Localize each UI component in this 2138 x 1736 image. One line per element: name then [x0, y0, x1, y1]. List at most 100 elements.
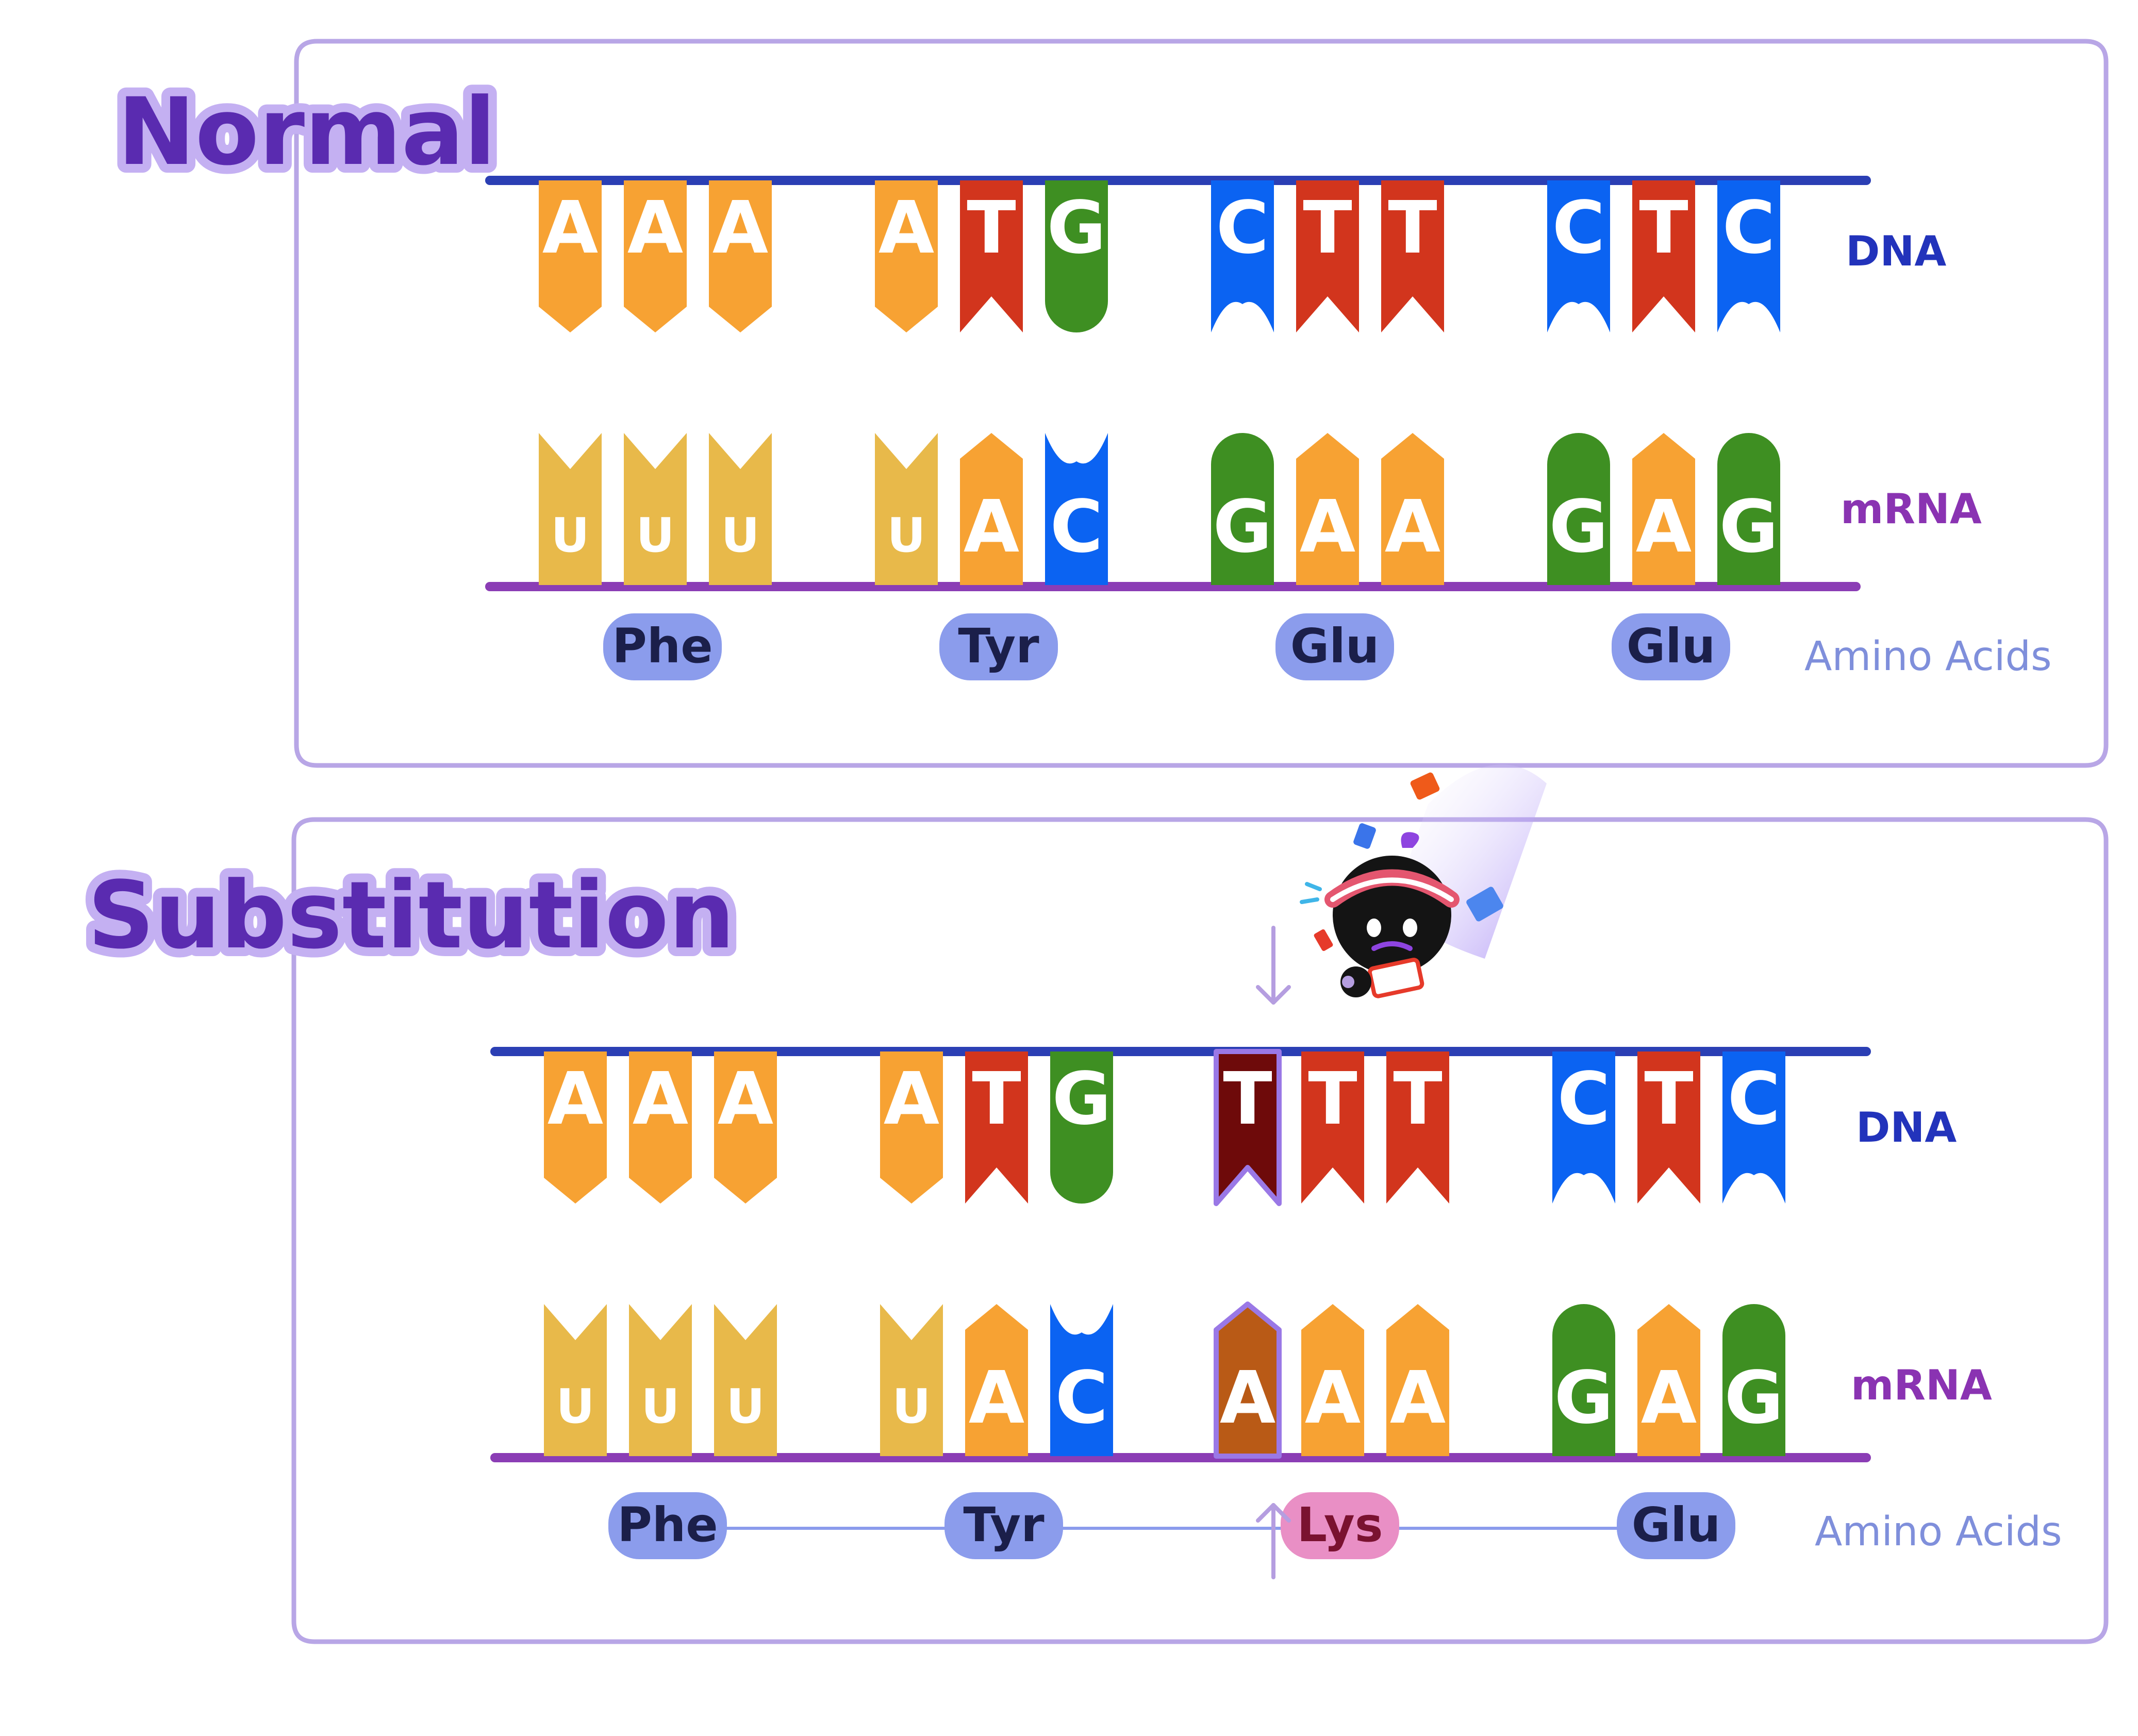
normal-mrna-nucleotide-3-2 — [1717, 433, 1780, 585]
substitution-dna-base-letter-1-1: T — [972, 1057, 1021, 1141]
normal-dna-base-letter-2-2: T — [1388, 186, 1437, 270]
panel-normal-frame — [294, 39, 2109, 768]
substitution-dna-base-letter-0-0: A — [548, 1057, 603, 1141]
substitution-dna-nucleotide-3-1 — [1637, 1051, 1700, 1204]
substitution-mrna-nucleotide-2-1 — [1301, 1304, 1364, 1456]
substitution-dna-nucleotide-0-1 — [629, 1051, 692, 1204]
substitution-amino-acid-1: Tyr — [963, 1497, 1045, 1553]
substitution-amino-label: Amino Acids — [1815, 1509, 2062, 1555]
substitution-mrna-nucleotide-3-0 — [1552, 1304, 1615, 1456]
substitution-dna-nucleotide-1-1 — [965, 1051, 1028, 1204]
normal-dna-base-letter-1-1: T — [967, 186, 1016, 270]
normal-dna-nucleotide-0-0 — [539, 180, 602, 332]
substitution-mrna-base-letter-1-0: U — [892, 1379, 931, 1434]
substitution-amino-acid-2: Lys — [1297, 1497, 1383, 1553]
normal-mrna-base-letter-2-0: G — [1213, 485, 1272, 569]
substitution-mrna-label: mRNA — [1851, 1361, 1992, 1409]
substitution-mrna-base-letter-2-1: A — [1305, 1356, 1361, 1440]
substitution-mrna-base-letter-2-2: A — [1390, 1356, 1446, 1440]
substitution-mrna-nucleotide-0-0 — [544, 1304, 607, 1456]
normal-dna-nucleotide-0-2 — [709, 180, 772, 332]
substitution-mrna-nucleotide-2-2 — [1386, 1304, 1449, 1456]
normal-dna-nucleotide-2-0 — [1211, 180, 1274, 332]
normal-amino-acid-3: Glu — [1627, 619, 1716, 674]
normal-dna-nucleotide-1-1 — [960, 180, 1023, 332]
normal-dna-nucleotide-3-0 — [1547, 180, 1610, 332]
normal-mrna-base-letter-1-0: U — [887, 508, 926, 563]
normal-mrna-nucleotide-3-1 — [1632, 433, 1695, 585]
normal-amino-pill-1 — [939, 613, 1058, 680]
substitution-mrna-nucleotide-1-0 — [880, 1304, 943, 1456]
mascot-character-icon — [1300, 764, 1547, 998]
normal-dna-base-letter-1-0: A — [879, 186, 934, 270]
normal-amino-acid-1: Tyr — [958, 619, 1039, 674]
normal-mrna-base-letter-1-1: A — [964, 485, 1019, 569]
normal-dna-nucleotide-3-1 — [1632, 180, 1695, 332]
down-arrow-icon — [1256, 926, 1291, 1005]
normal-mrna-base-letter-3-2: G — [1719, 485, 1779, 569]
substitution-mrna-nucleotide-1-1 — [965, 1304, 1028, 1456]
panel-substitution-title: Substitution — [88, 862, 735, 970]
normal-dna-nucleotide-0-1 — [624, 180, 687, 332]
normal-mrna-nucleotide-1-2 — [1045, 433, 1108, 585]
substitution-dna-nucleotide-0-0 — [544, 1051, 607, 1204]
normal-mrna-nucleotide-2-0 — [1211, 433, 1274, 585]
substitution-amino-pill-3 — [1617, 1492, 1735, 1559]
normal-mrna-base-letter-0-1: U — [636, 508, 675, 563]
substitution-dna-base-letter-3-0: C — [1557, 1057, 1611, 1141]
normal-dna-base-letter-3-2: C — [1722, 186, 1776, 270]
substitution-amino-pill-1 — [944, 1492, 1063, 1559]
substitution-dna-nucleotide-0-2 — [714, 1051, 777, 1204]
substitution-dna-nucleotide-1-2 — [1050, 1051, 1113, 1204]
substitution-dna-base-letter-3-1: T — [1644, 1057, 1694, 1141]
substitution-mrna-nucleotide-1-2 — [1050, 1304, 1113, 1456]
up-arrow-icon — [1256, 1503, 1291, 1579]
substitution-mrna-base-letter-3-1: A — [1641, 1356, 1697, 1440]
normal-dna-base-letter-3-0: C — [1552, 186, 1605, 270]
normal-mrna-base-letter-2-1: A — [1300, 485, 1355, 569]
substitution-mrna-base-letter-0-0: U — [556, 1379, 595, 1434]
substitution-mrna-nucleotide-0-2 — [714, 1304, 777, 1456]
normal-dna-nucleotide-1-2 — [1045, 180, 1108, 332]
normal-mrna-base-letter-0-2: U — [721, 508, 760, 563]
substitution-dna-base-letter-1-0: A — [884, 1057, 939, 1141]
normal-dna-nucleotide-2-2 — [1381, 180, 1444, 332]
substitution-dna-nucleotide-2-2 — [1386, 1051, 1449, 1204]
substitution-mrna-base-letter-3-0: G — [1554, 1356, 1614, 1440]
normal-mrna-nucleotide-2-2 — [1381, 433, 1444, 585]
normal-dna-base-letter-0-2: A — [712, 186, 768, 270]
substitution-mrna-nucleotide-0-1 — [629, 1304, 692, 1456]
substitution-dna-base-letter-2-2: T — [1393, 1057, 1443, 1141]
substitution-dna-base-letter-2-0: T — [1223, 1057, 1272, 1141]
normal-mrna-nucleotide-0-0 — [539, 433, 602, 585]
normal-mrna-base-letter-2-2: A — [1385, 485, 1440, 569]
panel-substitution-frame — [291, 817, 2109, 1644]
substitution-mrna-nucleotide-3-1 — [1637, 1304, 1700, 1456]
substitution-dna-nucleotide-3-0 — [1552, 1051, 1615, 1204]
substitution-dna-nucleotide-1-0 — [880, 1051, 943, 1204]
substitution-dna-nucleotide-2-1 — [1301, 1051, 1364, 1204]
normal-dna-base-letter-0-1: A — [627, 186, 683, 270]
substitution-mrna-base-letter-0-1: U — [641, 1379, 680, 1434]
normal-dna-nucleotide-1-0 — [875, 180, 938, 332]
normal-mrna-base-letter-3-1: A — [1636, 485, 1692, 569]
substitution-amino-pill-2 — [1281, 1492, 1399, 1559]
substitution-dna-base-letter-0-1: A — [633, 1057, 688, 1141]
substitution-dna-base-letter-3-2: C — [1728, 1057, 1781, 1141]
substitution-mrna-nucleotide-2-0-mutated — [1214, 1301, 1282, 1459]
normal-dna-nucleotide-2-1 — [1296, 180, 1359, 332]
normal-mrna-nucleotide-1-0 — [875, 433, 938, 585]
normal-dna-base-letter-2-0: C — [1216, 186, 1269, 270]
substitution-mrna-base-letter-1-1: A — [969, 1356, 1024, 1440]
normal-dna-base-letter-2-1: T — [1303, 186, 1352, 270]
normal-dna-base-letter-3-1: T — [1639, 186, 1688, 270]
normal-dna-base-letter-1-2: G — [1047, 186, 1106, 270]
normal-mrna-nucleotide-0-1 — [624, 433, 687, 585]
normal-dna-nucleotide-3-2 — [1717, 180, 1780, 332]
normal-mrna-nucleotide-0-2 — [709, 433, 772, 585]
